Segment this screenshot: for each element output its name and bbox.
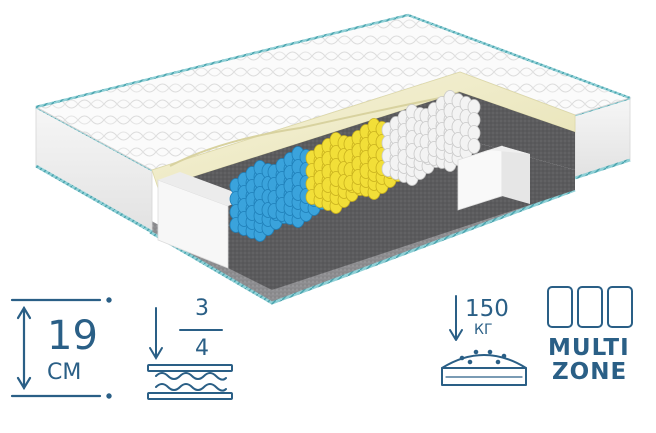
firmness-top: 3 bbox=[195, 296, 209, 321]
pocket-spring-block bbox=[229, 90, 481, 242]
height-unit: СМ bbox=[47, 360, 82, 385]
multi-zone-icon bbox=[547, 286, 633, 328]
spring-coil bbox=[467, 99, 481, 154]
weight-load-icon bbox=[441, 295, 527, 386]
firmness-bottom: 4 bbox=[195, 336, 209, 361]
load-unit: КГ bbox=[474, 322, 493, 338]
height-value: 19 bbox=[47, 313, 98, 359]
perimeter-foam-left bbox=[157, 172, 250, 269]
zone-label-line2: ZONE bbox=[552, 359, 628, 385]
height-ruler-icon bbox=[10, 297, 112, 399]
perimeter-foam-right bbox=[457, 145, 530, 211]
spring-firmness-icon bbox=[147, 307, 233, 400]
mattress-base bbox=[149, 178, 576, 305]
zone-label-line1: MULTI bbox=[548, 335, 630, 361]
load-value: 150 bbox=[465, 296, 509, 322]
